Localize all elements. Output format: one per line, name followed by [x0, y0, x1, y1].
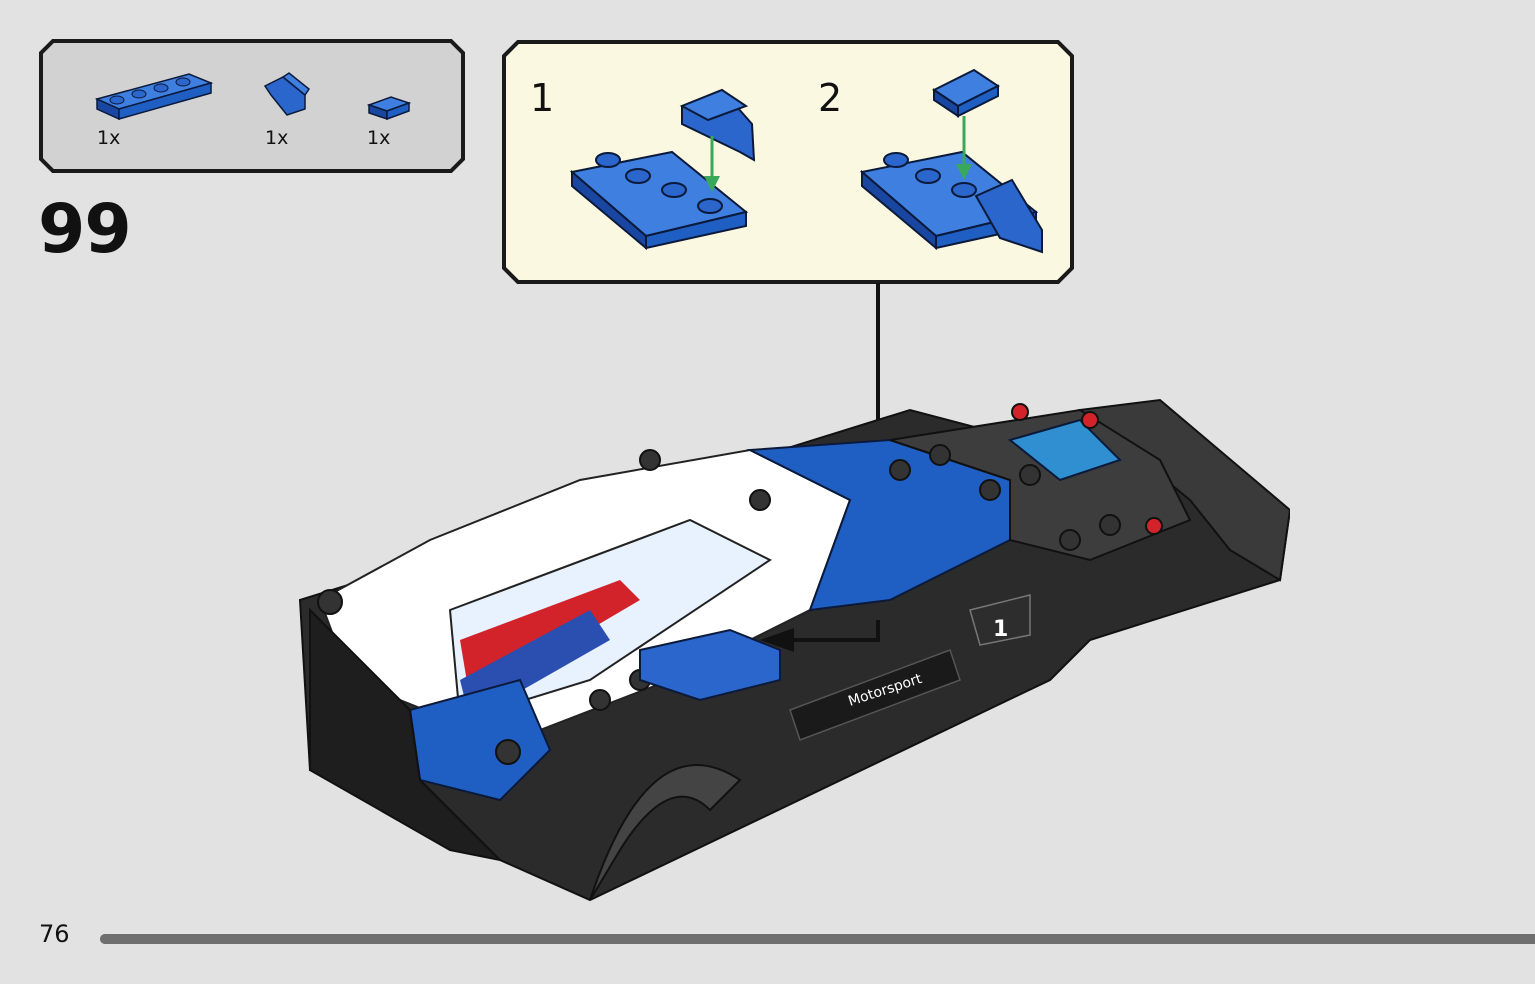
progress-bar-fill	[100, 934, 1535, 944]
slope-icon	[263, 72, 311, 116]
step-number: 99	[38, 190, 132, 269]
substep-label: 1	[530, 76, 555, 120]
pointer-arrow-icon	[760, 620, 880, 652]
parts-list-box: 1x 1x 1x	[39, 39, 465, 173]
arrow-down-icon	[704, 136, 720, 192]
tile-icon	[932, 68, 1000, 118]
tile-icon	[366, 96, 412, 121]
plate-icon	[569, 150, 749, 251]
parts-box-frame	[39, 39, 465, 173]
page-number: 76	[39, 920, 70, 948]
race-number-print: 1	[993, 617, 1008, 642]
part-quantity: 1x	[367, 127, 391, 149]
substep-label: 2	[818, 76, 843, 120]
arrow-down-icon	[956, 116, 972, 180]
car-model-illustration: Motorsport 1	[298, 398, 1290, 902]
slope-icon	[679, 88, 756, 162]
callout-frame	[502, 40, 1074, 284]
part-quantity: 1x	[97, 127, 121, 149]
plate-icon	[94, 73, 214, 121]
substep-callout: 1 2	[502, 40, 1076, 286]
plate-icon	[859, 150, 1043, 254]
progress-bar	[100, 934, 1535, 944]
part-quantity: 1x	[265, 127, 289, 149]
